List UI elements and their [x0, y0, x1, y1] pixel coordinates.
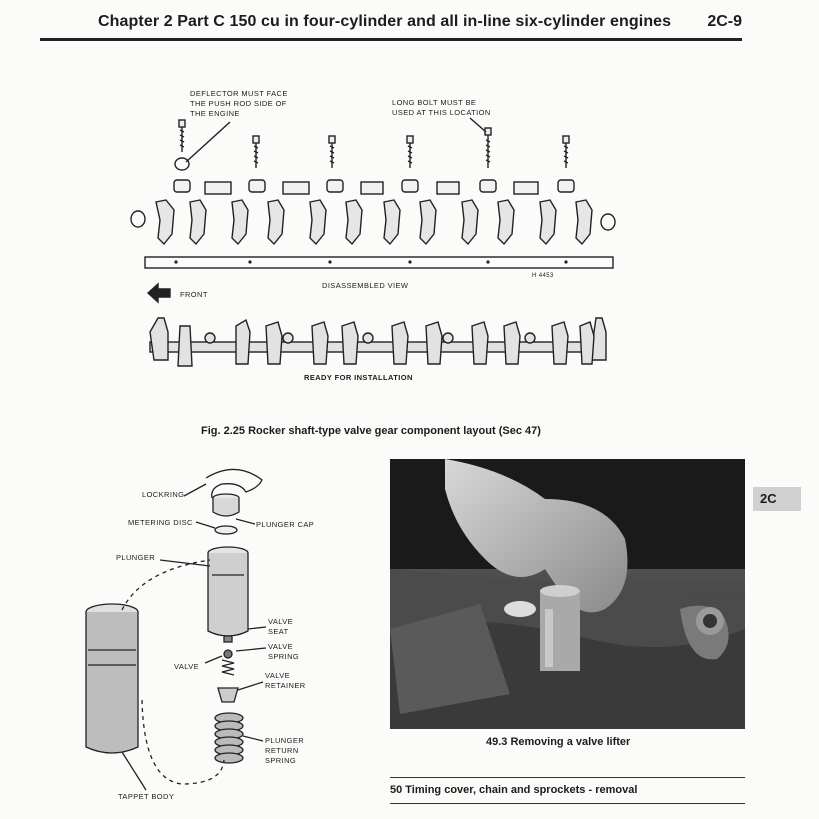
valve-retainer-label: VALVE RETAINER [265, 671, 306, 690]
plunger-cap-label: PLUNGER CAP [256, 520, 315, 529]
photo-caption: 49.3 Removing a valve lifter [486, 736, 631, 748]
bolt-row [178, 119, 570, 168]
plunger-label: PLUNGER [116, 553, 156, 562]
metering-disc-label: METERING DISC [128, 518, 193, 527]
page-number: 2C-9 [707, 13, 742, 30]
front-arrow-icon [146, 282, 171, 304]
valve-spring-label: VALVE SPRING [268, 642, 300, 661]
deflector [174, 157, 190, 171]
section-heading: 50 Timing cover, chain and sprockets - r… [390, 784, 638, 796]
ready-for-installation-label: READY FOR INSTALLATION [304, 373, 413, 382]
valve-lifter-removal-photo [390, 459, 745, 729]
lockring-label: LOCKRING [142, 490, 185, 499]
disassembled-view-label: DISASSEMBLED VIEW [322, 281, 409, 290]
rocker-arm-row [155, 199, 593, 246]
valve-seat-label: VALVE SEAT [268, 617, 294, 636]
figure-caption: Fig. 2.25 Rocker shaft-type valve gear c… [201, 425, 541, 437]
section-rule-bottom [390, 803, 745, 804]
lockring-icon [205, 468, 263, 499]
tappet-body-label: TAPPET BODY [118, 792, 175, 801]
figure-ref-code: H 4453 [532, 273, 554, 279]
section-rule-top [390, 777, 745, 778]
deflector-note: DEFLECTOR MUST FACE THE PUSH ROD SIDE OF… [190, 89, 288, 118]
valve-label: VALVE [174, 662, 200, 671]
rocker-shaft [144, 256, 614, 269]
spacer-row [173, 179, 575, 195]
assembled-rocker-shaft [149, 317, 607, 367]
long-bolt-note: LONG BOLT MUST BE USED AT THIS LOCATION [392, 98, 491, 117]
chapter-side-tab: 2C [753, 487, 801, 511]
header-rule [40, 38, 742, 41]
plunger-return-spring-label: PLUNGER RETURN SPRING [265, 736, 305, 765]
chapter-title: Chapter 2 Part C 150 cu in four-cylinder… [98, 13, 672, 30]
front-label: FRONT [180, 290, 208, 299]
